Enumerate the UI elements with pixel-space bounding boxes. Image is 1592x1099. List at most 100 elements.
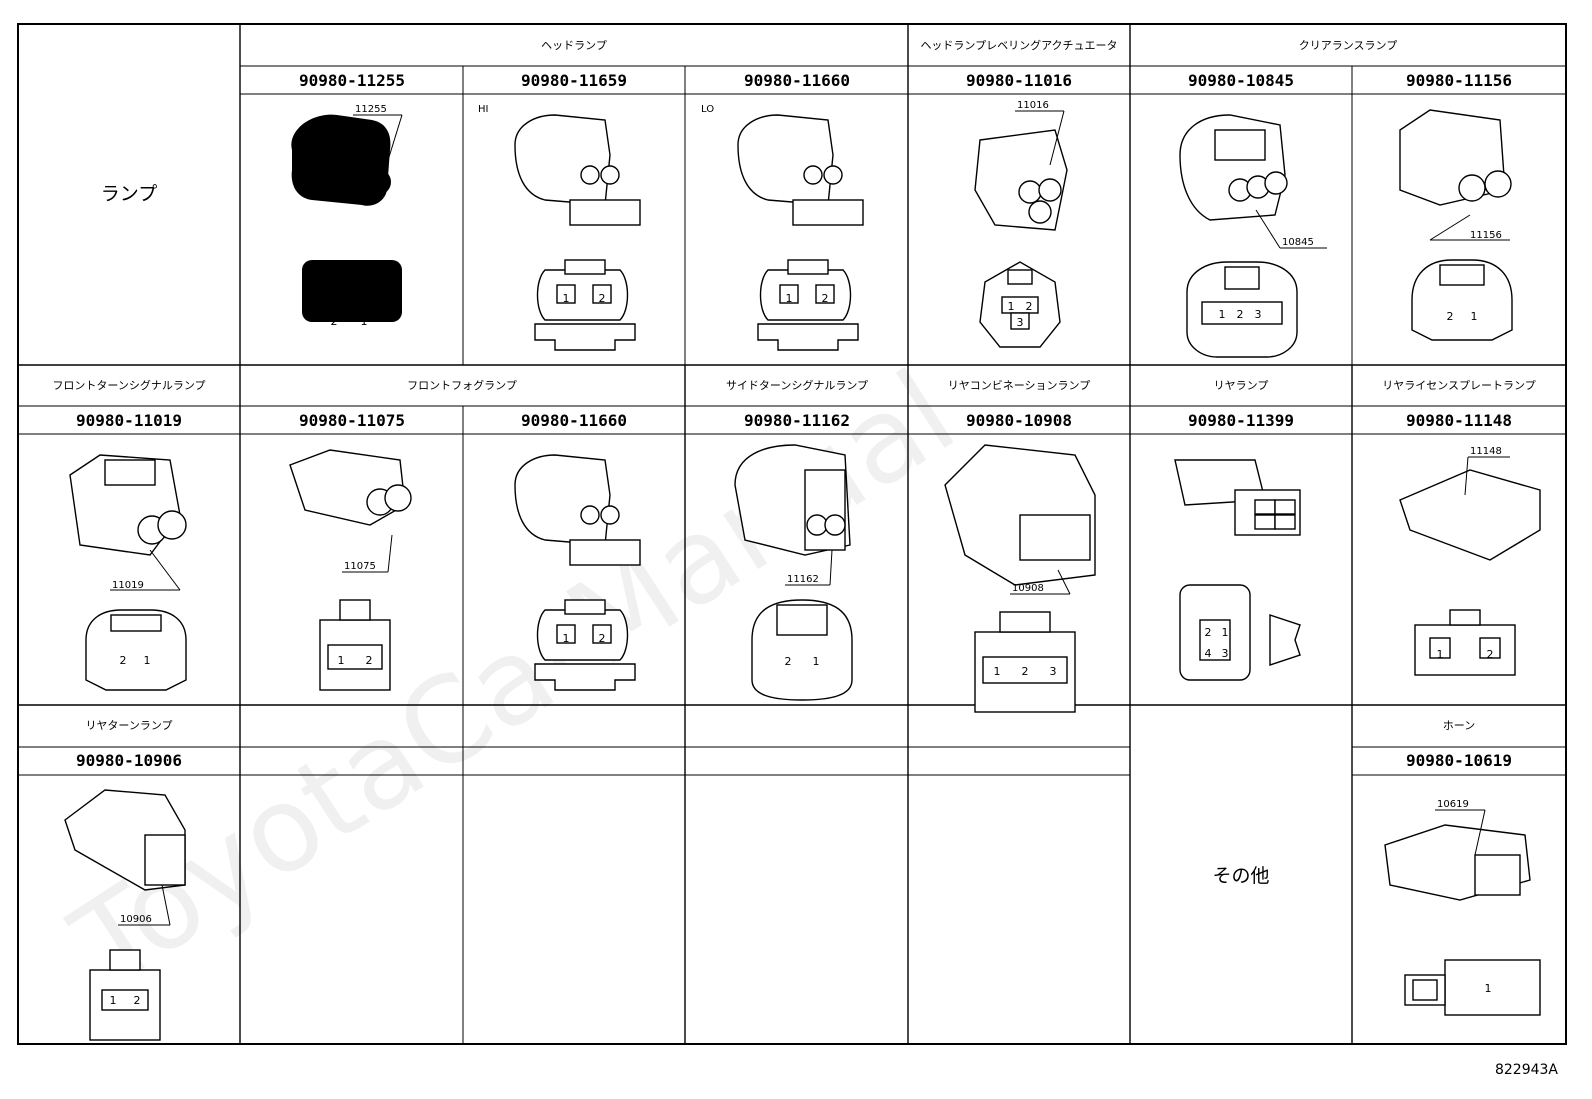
pin-1: 1	[994, 665, 1001, 678]
connector-10906-face	[89, 949, 161, 1041]
pin-2: 2	[599, 632, 606, 645]
connector-11075-face	[319, 599, 391, 691]
callout-lo: LO	[701, 104, 714, 115]
connector-11156-face	[1411, 259, 1513, 341]
header-rear-license-lamp: リヤライセンスプレートランプ	[1382, 379, 1535, 392]
pin-2: 2	[1205, 626, 1212, 639]
connector-11659-image	[514, 114, 641, 226]
part-number: 90980-10619	[1406, 751, 1512, 770]
callout-11156: 11156	[1470, 230, 1502, 241]
connector-10845-face	[1186, 261, 1298, 358]
callout-11255: 11255	[355, 104, 387, 115]
connector-11660b-face	[534, 599, 636, 691]
pin-2: 2	[1237, 308, 1244, 321]
callout-11075: 11075	[344, 561, 376, 572]
connector-11148-image	[1399, 469, 1541, 561]
header-side-turn-signal: サイドターンシグナルランプ	[726, 378, 868, 392]
callout-10906: 10906	[120, 914, 152, 925]
part-number: 90980-11019	[76, 411, 182, 430]
pin-1: 1	[1485, 982, 1492, 995]
part-number: 90980-10845	[1188, 71, 1294, 90]
connector-11399-face	[1179, 584, 1301, 681]
connector-10619-face	[1404, 959, 1541, 1016]
connector-11399-image	[1174, 459, 1301, 536]
pin-1: 1	[1437, 648, 1444, 661]
connector-11255-image	[291, 114, 391, 206]
pin-2: 2	[331, 315, 338, 328]
part-number: 90980-10906	[76, 751, 182, 770]
pin-2: 2	[785, 655, 792, 668]
pin-2: 2	[1487, 648, 1494, 661]
callout-10908: 10908	[1012, 583, 1044, 594]
callout-labels: 11255 HI LO 11016 10845 11156 11019 1107…	[112, 100, 1502, 925]
part-number: 90980-11156	[1406, 71, 1512, 90]
part-number: 90980-11162	[744, 411, 850, 430]
part-number: 90980-11659	[521, 71, 627, 90]
pin-1: 1	[563, 292, 570, 305]
pin-1: 1	[144, 654, 151, 667]
connector-11659-face	[534, 259, 636, 351]
header-headlamp-leveling: ヘッドランプレベリングアクチュエータ	[920, 38, 1117, 52]
connector-11162-face	[751, 599, 853, 701]
connector-10908-image	[944, 444, 1096, 586]
pin-2: 2	[120, 654, 127, 667]
callout-11148: 11148	[1470, 446, 1502, 457]
pin-1: 1	[1222, 626, 1229, 639]
connector-11162-image	[734, 444, 851, 556]
part-number: 90980-11660	[744, 71, 850, 90]
part-number: 90980-11016	[966, 71, 1072, 90]
pin-1: 1	[563, 632, 570, 645]
callout-10619: 10619	[1437, 799, 1469, 810]
pin-labels: 2 1 1 2 1 2 1 2 3 1 2 3 2 1 2 1 1 2 1 2 …	[110, 292, 1494, 1007]
other-label: その他	[1212, 865, 1269, 887]
pin-2: 2	[1022, 665, 1029, 678]
pin-2: 2	[1026, 300, 1033, 313]
pin-3: 3	[1017, 316, 1024, 329]
connector-11660b-image	[514, 454, 641, 566]
figure-id: 822943A	[1495, 1062, 1558, 1078]
connector-11660-face	[757, 259, 859, 351]
callout-11162: 11162	[787, 574, 819, 585]
pin-2: 2	[366, 654, 373, 667]
part-number: 90980-11660	[521, 411, 627, 430]
connector-10619-image	[1384, 824, 1531, 901]
callout-11016: 11016	[1017, 100, 1049, 111]
connector-11156-image	[1399, 109, 1512, 206]
part-number: 90980-11075	[299, 411, 405, 430]
connector-10908-face	[974, 611, 1076, 713]
pin-1: 1	[1471, 310, 1478, 323]
pin-3: 3	[1255, 308, 1262, 321]
pin-1: 1	[361, 315, 368, 328]
header-rear-combination-lamp: リヤコンビネーションランプ	[948, 379, 1090, 392]
connector-11016-image	[974, 129, 1068, 231]
connector-10906-image	[64, 789, 186, 891]
callouts	[110, 110, 1510, 926]
callout-10845: 10845	[1282, 237, 1314, 248]
pin-4: 4	[1205, 647, 1212, 660]
header-headlamp: ヘッドランプ	[541, 39, 607, 52]
pin-2: 2	[599, 292, 606, 305]
pin-3: 3	[1050, 665, 1057, 678]
header-front-fog-lamp: フロントフォグランプ	[407, 378, 517, 392]
part-number: 90980-11148	[1406, 411, 1512, 430]
part-number: 90980-11399	[1188, 411, 1294, 430]
pin-1: 1	[786, 292, 793, 305]
pin-2: 2	[822, 292, 829, 305]
connector-11255-face	[302, 260, 402, 322]
pin-2: 2	[134, 994, 141, 1007]
header-rear-lamp: リヤランプ	[1214, 379, 1269, 392]
header-clearance-lamp: クリアランスランプ	[1299, 39, 1397, 52]
connector-11148-face	[1414, 609, 1516, 676]
part-number: 90980-11255	[299, 71, 405, 90]
pin-3: 3	[1222, 647, 1229, 660]
pin-1: 1	[813, 655, 820, 668]
header-rear-turn-lamp: リヤターンランプ	[85, 719, 172, 732]
table-grid	[17, 23, 1567, 1045]
connector-11075-image	[289, 449, 412, 526]
callout-hi: HI	[478, 104, 488, 115]
connector-10845-image	[1179, 114, 1288, 221]
row-label-lamp: ランプ	[101, 183, 157, 205]
connector-11019-image	[69, 454, 187, 556]
pin-1: 1	[1008, 300, 1015, 313]
